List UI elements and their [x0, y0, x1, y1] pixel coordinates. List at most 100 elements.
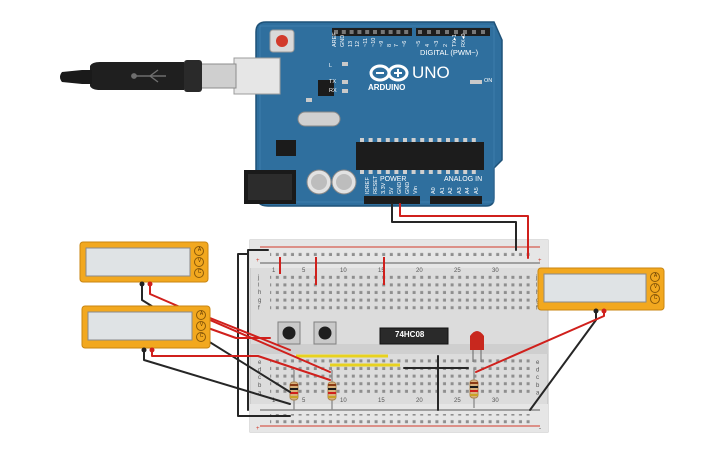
- rail-plus-label: +: [538, 258, 542, 264]
- rail-minus-label: -: [539, 426, 541, 432]
- terminal-a-label: A: [199, 311, 204, 317]
- row-label: d: [536, 368, 539, 374]
- row-label: e: [258, 360, 262, 366]
- digital-pin-label: ~11: [363, 38, 370, 47]
- power-pin-label: RESET: [373, 175, 379, 194]
- board-model-label: UNO: [412, 63, 450, 82]
- power-label: POWER: [380, 176, 407, 183]
- digital-pin-label: 7: [394, 43, 401, 47]
- reset-button[interactable]: [269, 29, 295, 53]
- chip-label: 74HC08: [395, 330, 425, 339]
- column-label: 5: [302, 268, 306, 274]
- terminal-com-label: C: [199, 333, 204, 339]
- rail-plus-label: +: [256, 258, 260, 264]
- row-label: c: [258, 375, 261, 381]
- digital-pin-label: ~5: [416, 40, 422, 47]
- chip-74hc08[interactable]: [379, 327, 449, 345]
- led-tx-label: TX: [329, 79, 337, 85]
- column-label: 25: [454, 398, 461, 404]
- analog-pin-label: A2: [448, 187, 454, 194]
- row-label: b: [536, 383, 540, 389]
- digital-pin-label: ~9: [378, 40, 385, 47]
- digital-pin-label: TX▸1: [452, 34, 458, 47]
- power-pin-label: 3.3V: [381, 182, 387, 194]
- analog-pin-label: A0: [431, 187, 437, 194]
- row-label: h: [258, 290, 261, 296]
- analog-in-label: ANALOG IN: [444, 176, 483, 183]
- led-l-label: L: [329, 63, 333, 69]
- power-pin-label: GND: [405, 181, 411, 194]
- digital-pin-label: 2: [443, 43, 449, 47]
- column-label: 20: [416, 398, 423, 404]
- column-label: 5: [302, 398, 306, 404]
- terminal-v-label: V: [653, 284, 658, 290]
- column-label: 10: [340, 398, 347, 404]
- terminal-a-label: A: [653, 273, 658, 279]
- analog-pin-label: A3: [456, 187, 463, 194]
- multimeter-left-top[interactable]: [79, 241, 209, 283]
- row-label: i: [536, 283, 537, 289]
- column-label: 25: [454, 268, 461, 274]
- analog-pin-label: A4: [465, 187, 471, 194]
- red-led[interactable]: [470, 331, 484, 362]
- row-label: b: [258, 383, 262, 389]
- row-label: c: [536, 375, 539, 381]
- multimeter-right[interactable]: [537, 267, 665, 311]
- row-label: g: [258, 298, 261, 304]
- row-label: f: [258, 305, 260, 311]
- terminal-com-label: C: [197, 269, 202, 275]
- digital-pin-label: ~3: [434, 40, 440, 47]
- logo-glyphs: [376, 69, 402, 77]
- analog-pin-label: A1: [439, 187, 446, 194]
- digital-pin-label: ~10: [371, 37, 377, 47]
- digital-pin-label: RX◂0: [461, 33, 467, 47]
- row-label: a: [536, 390, 540, 396]
- column-label: 30: [492, 398, 499, 404]
- probe-tips: [139, 281, 607, 353]
- column-label: 1: [272, 398, 276, 404]
- power-pin-label: IOREF: [365, 177, 371, 194]
- power-jack: [244, 170, 296, 204]
- board-brand-label: ARDUINO: [368, 83, 406, 92]
- row-label: j: [535, 275, 537, 281]
- column-label: 20: [416, 268, 423, 274]
- digital-pin-label: 13: [347, 40, 354, 47]
- red-jumpers: [279, 257, 385, 285]
- digital-pins-label: DIGITAL (PWM~): [420, 48, 479, 57]
- row-label: e: [536, 360, 540, 366]
- capacitors: [306, 169, 357, 195]
- led-rx-label: RX: [329, 88, 337, 94]
- push-button-2[interactable]: [313, 321, 337, 345]
- digital-pin-label: ~6: [402, 40, 409, 47]
- terminal-v-label: V: [197, 258, 202, 264]
- terminal-v-label: V: [199, 322, 204, 328]
- led-on-label: ON: [484, 78, 493, 84]
- multimeter-left-bottom[interactable]: [81, 305, 211, 349]
- analog-header: [430, 196, 482, 204]
- row-label: f: [536, 305, 538, 311]
- usb-connector-icon: [60, 57, 281, 95]
- column-label: 1: [272, 268, 276, 274]
- arduino-logo-icon: [369, 64, 409, 82]
- digital-pin-label: 12: [355, 40, 362, 47]
- row-label: a: [258, 390, 262, 396]
- power-pin-label: GND: [397, 181, 403, 194]
- power-header: [364, 196, 420, 204]
- column-label: 15: [378, 268, 385, 274]
- terminal-a-label: A: [197, 247, 202, 253]
- terminal-com-label: C: [653, 295, 658, 301]
- column-label: 30: [492, 268, 499, 274]
- yellow-wires: [296, 354, 400, 367]
- rail-plus-label: +: [256, 426, 260, 432]
- row-label: d: [258, 368, 261, 374]
- digital-header: [332, 28, 490, 36]
- column-label: 10: [340, 268, 347, 274]
- column-label: 15: [378, 398, 385, 404]
- row-label: i: [258, 283, 259, 289]
- push-button-1[interactable]: [277, 321, 301, 345]
- power-pin-label: Vin: [413, 186, 419, 194]
- digital-pin-label: 8: [386, 43, 393, 47]
- digital-pin-label: 4: [425, 43, 431, 47]
